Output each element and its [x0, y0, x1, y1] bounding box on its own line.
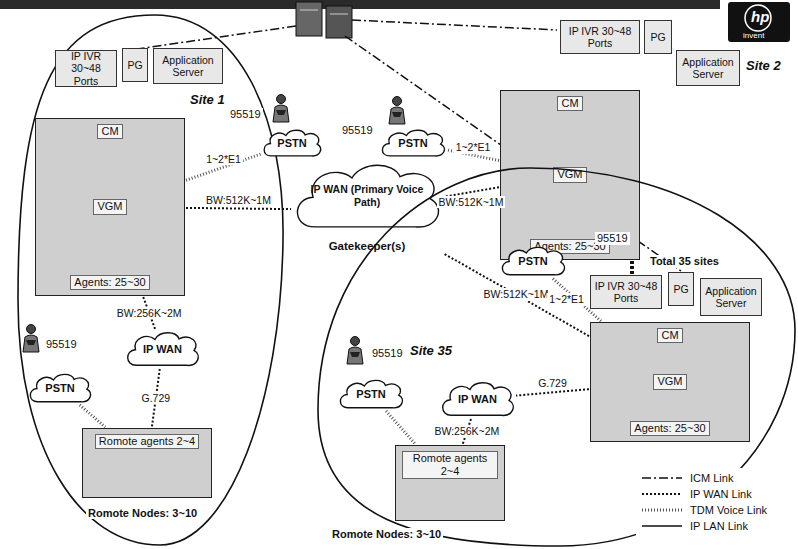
site-region: Site 1 Romote Nodes: 3~10 IP IVR 30~48 Por… — [5, 10, 295, 549]
service-number: 95519 — [370, 347, 405, 360]
tdm-link — [80, 405, 106, 427]
cloud-label: PSTN — [356, 388, 385, 400]
pstn-cloud: PSTN — [338, 378, 404, 410]
device-label: Application Server — [680, 56, 736, 80]
cm-label: CM — [557, 96, 582, 111]
legend-sample — [640, 489, 684, 499]
agents-label: Agents: 25~30 — [70, 275, 149, 290]
legend-sample — [640, 521, 684, 531]
wan-link — [516, 389, 589, 395]
device-label: Application Server — [704, 285, 758, 309]
link-label: 1~2*E1 — [454, 141, 493, 154]
cloud-label: PSTN — [518, 255, 547, 267]
legend-row: IP LAN Link — [640, 518, 767, 534]
logo-tagline: invent — [741, 31, 766, 41]
agents-label: Agents: 25~30 — [630, 421, 709, 436]
primary-wan-cloud: IP WAN (Primary Voice Path) Gatekeeper(s) — [292, 160, 442, 260]
remote-agent-building: Romote agents 2~4 — [82, 428, 212, 498]
cloud-label: PSTN — [277, 137, 306, 149]
vgm-label: VGM — [653, 374, 686, 389]
pstn-cloud: PSTN — [500, 245, 566, 277]
wan-cloud-area: IP WAN (Primary Voice Path) — [292, 160, 442, 232]
site-count: Total 35 sites — [648, 255, 721, 268]
service-number: 95519 — [228, 108, 263, 121]
device-label: IP IVR 30~48 Ports — [59, 50, 113, 86]
site-name: Site 35 — [408, 343, 454, 358]
pg-server: PG — [644, 20, 672, 54]
link-label: 1~2*E1 — [204, 153, 243, 166]
ivr-device: IP IVR 30~48 Ports — [560, 20, 640, 54]
link-label: BW:256K~2M — [115, 307, 184, 320]
pstn-cloud: PSTN — [28, 372, 92, 404]
pstn-cloud: PSTN — [262, 128, 322, 158]
cloud-label: PSTN — [398, 137, 427, 149]
cloud-label: IP WAN — [143, 343, 182, 355]
legend-text: IP WAN Link — [690, 488, 752, 500]
legend-row: TDM Voice Link — [640, 502, 767, 518]
service-number: 95519 — [44, 338, 79, 351]
link-label: 1~2*E1 — [547, 293, 586, 306]
site-building: CM VGM Agents: 25~30 — [35, 118, 185, 296]
cloud-label: IP WAN — [458, 393, 497, 405]
pg-server: PG — [668, 272, 694, 306]
vgm-label: VGM — [93, 199, 126, 214]
tdm-link — [386, 411, 415, 444]
more-sites-marker — [630, 261, 634, 274]
wan-label: IP WAN (Primary Voice Path) — [308, 183, 426, 208]
site-name: Site 2 — [744, 58, 783, 74]
ip-wan-cloud: IP WAN — [440, 380, 515, 418]
ivr-device: IP IVR 30~48 Ports — [55, 50, 117, 87]
site-name: Site 1 — [188, 92, 227, 107]
cloud-label: PSTN — [45, 382, 74, 394]
application-server: Application Server — [676, 50, 740, 86]
legend-row: IP WAN Link — [640, 486, 767, 502]
device-label: PG — [673, 283, 688, 295]
site-building: CM VGM Agents: 25~30 — [590, 322, 750, 442]
remote-node-count: Romote Nodes: 3~10 — [330, 528, 443, 540]
link-label: BW:512K~1M — [482, 288, 551, 301]
agents-label: Romote agents 2~4 — [402, 451, 498, 479]
device-label: IP IVR 30~48 Ports — [564, 25, 636, 49]
ivr-device: IP IVR 30~48 Ports — [590, 275, 662, 309]
legend: ICM Link IP WAN LinkTDM Voice Link IP LAN … — [636, 468, 771, 536]
legend-row: ICM Link — [640, 470, 767, 486]
cm-label: CM — [657, 328, 682, 343]
legend-sample — [640, 473, 684, 483]
remote-agent-building: Romote agents 2~4 — [395, 445, 505, 521]
service-number: 95519 — [595, 232, 630, 245]
header-band — [0, 0, 720, 9]
pg-server: PG — [122, 48, 148, 82]
device-label: Application Server — [157, 54, 219, 78]
logo-box — [728, 2, 790, 42]
application-server: Application Server — [700, 278, 762, 316]
link-label: BW:256K~2M — [432, 425, 501, 438]
cm-label: CM — [97, 124, 122, 139]
legend-sample — [640, 505, 684, 515]
central-servers — [296, 2, 352, 38]
wan-link — [186, 208, 291, 209]
legend-text: ICM Link — [690, 472, 733, 484]
logo-text: hp — [749, 8, 771, 26]
link-label: G.729 — [536, 377, 569, 390]
link-label: G.729 — [140, 392, 173, 405]
device-label: PG — [650, 31, 665, 43]
link-label: BW:512K~1M — [437, 196, 506, 209]
service-number: 95519 — [340, 124, 375, 137]
application-server: Application Server — [153, 48, 223, 84]
link-label: BW:512K~1M — [204, 194, 273, 207]
legend-text: IP LAN Link — [690, 520, 748, 532]
remote-node-count: Romote Nodes: 3~10 — [86, 507, 199, 519]
pstn-cloud: PSTN — [380, 128, 446, 158]
agents-label: Romote agents 2~4 — [95, 434, 199, 449]
logo-ring — [745, 5, 771, 31]
ip-wan-cloud: IP WAN — [125, 330, 200, 368]
device-label: IP IVR 30~48 Ports — [594, 280, 658, 304]
device-label: PG — [127, 59, 142, 71]
icm-links — [137, 20, 681, 271]
gatekeeper-label: Gatekeeper(s) — [327, 240, 408, 252]
legend-text: TDM Voice Link — [690, 504, 767, 516]
